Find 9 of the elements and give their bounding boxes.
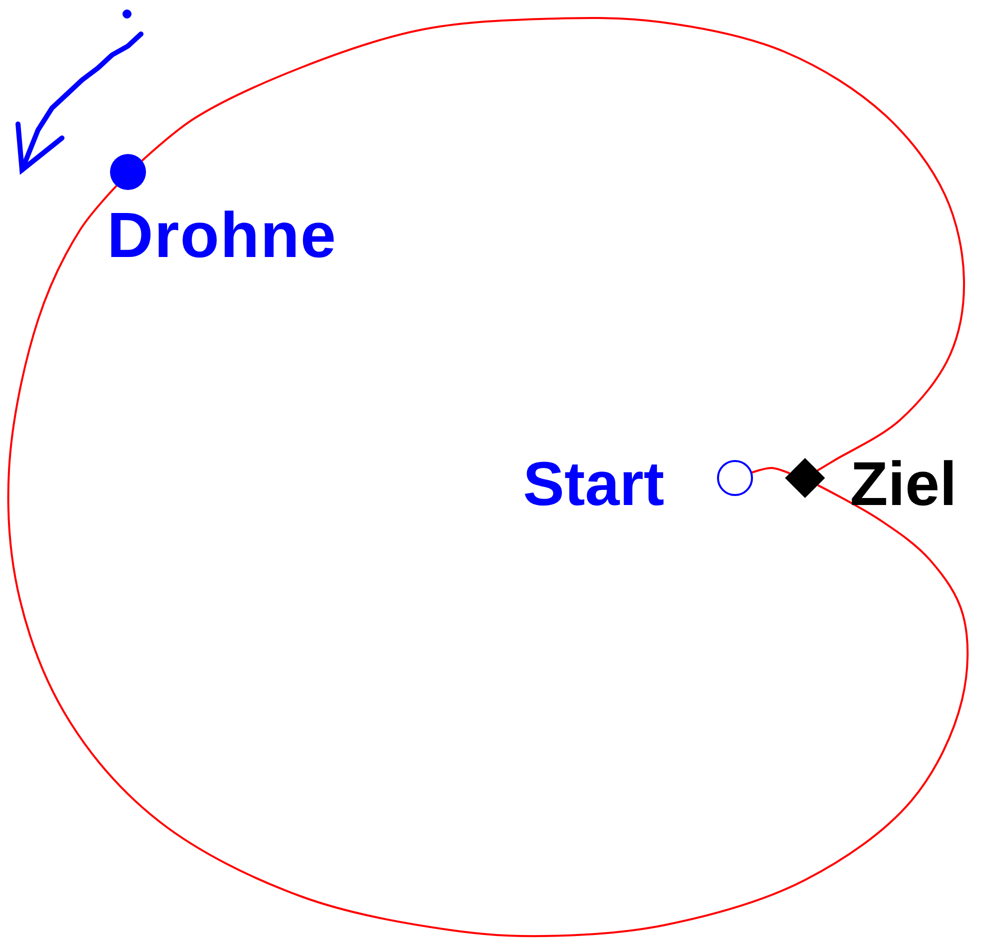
- point-label: Ziel: [850, 454, 957, 516]
- start-marker: [716, 459, 754, 497]
- trajectory-line: [750, 466, 790, 474]
- trajectory-line: [141, 16, 965, 472]
- drone-marker: [108, 152, 148, 192]
- trajectory-line: [7, 185, 969, 938]
- point-label: Drohne: [107, 203, 337, 267]
- goal-marker: [783, 456, 827, 500]
- point-label: Start: [523, 454, 664, 516]
